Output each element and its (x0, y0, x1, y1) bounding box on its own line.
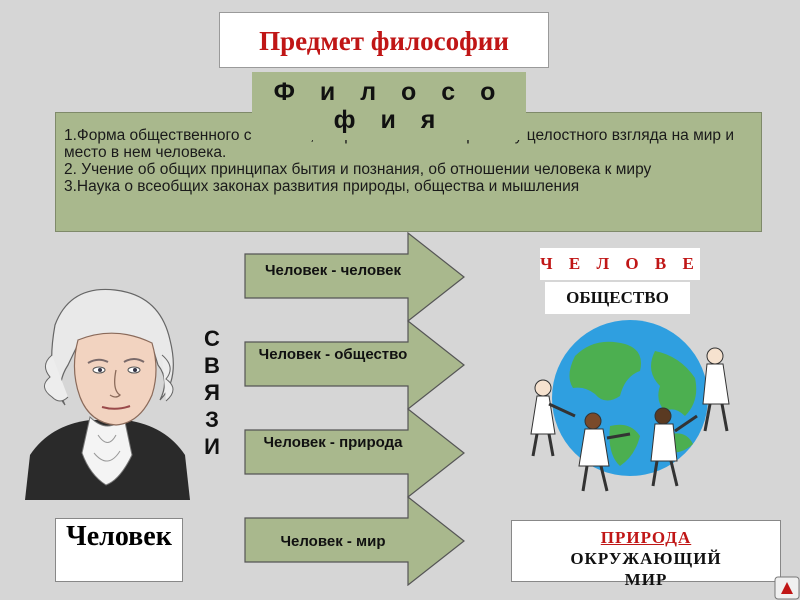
world-label: МИР (624, 570, 668, 589)
page-title: Предмет философии (219, 12, 549, 68)
arrow-person-person: Человек - человек (244, 232, 466, 322)
arrow-label: Человек - мир (280, 533, 386, 550)
nature-world-label: ПРИРОДА ОКРУЖАЮЩИЙ МИР (511, 520, 781, 589)
nature-label: ПРИРОДА (600, 528, 692, 547)
surrounding-label: ОКРУЖАЮЩИЙ (570, 549, 722, 568)
philosophy-label: Ф и л о с о ф и я (252, 72, 526, 140)
definition-2: 2. Учение об общих принципах бытия и поз… (64, 161, 652, 178)
arrow-label: Человек - общество (258, 346, 408, 363)
arrow-label: Человек - природа (263, 434, 403, 451)
arrow-person-society: Человек - общество (244, 320, 466, 410)
person-label: Ч Е Л О В Е К (540, 248, 700, 305)
links-letter: З (205, 407, 219, 432)
links-letter: В (204, 353, 220, 378)
links-letter: И (204, 434, 220, 459)
links-letter: Я (204, 380, 220, 405)
arrow-person-nature: Человек - природа (244, 408, 466, 498)
society-label: ОБЩЕСТВО (545, 282, 690, 314)
nav-button-icon[interactable] (774, 576, 800, 600)
arrow-label: Человек - человек (265, 262, 401, 279)
definition-3: 3.Наука о всеобщих законах развития прир… (64, 178, 580, 195)
arrow-person-world: Человек - мир (244, 496, 466, 586)
globe-with-children-illustration (530, 320, 730, 492)
portrait-illustration (25, 288, 190, 500)
man-caption: Человек (55, 518, 183, 582)
links-vertical-text: С В Я З И (198, 325, 226, 460)
links-letter: С (204, 326, 220, 351)
